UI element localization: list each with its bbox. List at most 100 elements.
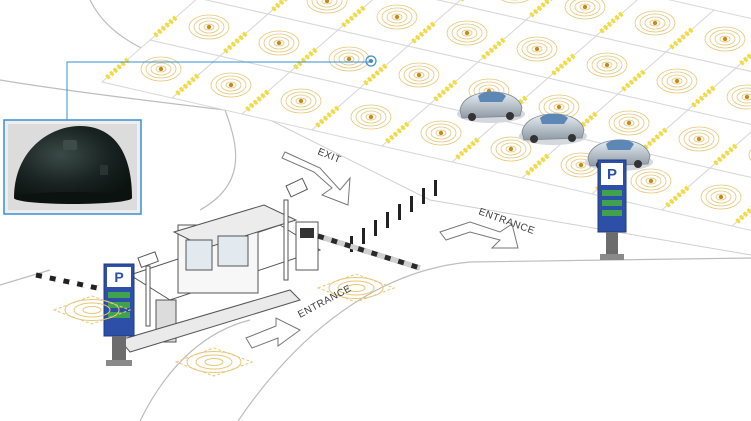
sensor-ring xyxy=(290,94,312,108)
sensor-ring xyxy=(645,177,657,185)
sensor-dot xyxy=(368,114,374,120)
sensor-ring xyxy=(710,190,732,204)
parking-symbol-left: P xyxy=(114,269,123,285)
sensor-ring xyxy=(661,71,693,91)
sensor-ring xyxy=(451,23,483,43)
sensor-ring xyxy=(683,129,715,149)
sensor-ring xyxy=(591,55,623,75)
sensor-dot xyxy=(206,24,212,30)
entrance-arrow-icon xyxy=(439,221,519,249)
parking-slot xyxy=(686,67,751,125)
sensor-dot xyxy=(674,78,680,84)
sensor-ring xyxy=(408,68,430,82)
parking-symbol: P xyxy=(607,166,617,183)
sensor-ring xyxy=(425,123,457,143)
sensor-ring xyxy=(203,23,215,31)
sensor-ring xyxy=(350,104,392,130)
sensor-ring xyxy=(586,52,628,78)
parking-slot xyxy=(664,9,751,69)
sensor-ring xyxy=(328,46,370,72)
sensor-dot xyxy=(464,30,470,36)
exit-label: EXIT xyxy=(316,147,343,166)
sensor-dot xyxy=(416,72,422,78)
camera-icon xyxy=(283,177,309,281)
callout-target xyxy=(365,55,377,67)
sensor-ring xyxy=(316,0,338,8)
sensor-ring xyxy=(688,132,710,146)
sensor-ring xyxy=(495,139,527,159)
sensor-ring xyxy=(678,126,720,152)
bollard xyxy=(374,220,377,236)
sensor-ring xyxy=(435,129,447,137)
sensor-dot xyxy=(582,4,588,10)
sensor-ring xyxy=(391,13,403,21)
sensor-ring xyxy=(193,17,225,37)
sensor-ring xyxy=(280,88,322,114)
sensor-ring xyxy=(741,93,751,101)
ground-loop-ring xyxy=(204,358,224,366)
sensor-ring xyxy=(714,32,736,46)
bollard xyxy=(362,228,365,244)
bollard xyxy=(410,196,413,212)
sensor-ring xyxy=(731,87,751,107)
sensor-ring xyxy=(420,120,462,146)
sensor-ring xyxy=(220,78,242,92)
sensor-ring xyxy=(644,16,666,30)
sensor-dot xyxy=(648,178,654,184)
sensor-ring xyxy=(258,30,300,56)
car-icon xyxy=(457,91,525,123)
sensor-ring xyxy=(736,90,751,104)
ground-loop-ring xyxy=(64,299,120,321)
sensor-ring xyxy=(630,168,672,194)
sensor-ring xyxy=(500,0,530,4)
sensor-ring xyxy=(521,39,553,59)
sensor-ring xyxy=(430,126,452,140)
bollard xyxy=(398,204,401,220)
parking-slot xyxy=(204,0,285,15)
sensor-ring xyxy=(601,61,613,69)
sensor-ring xyxy=(608,110,650,136)
parking-slot xyxy=(638,109,751,169)
sensor-ring xyxy=(365,113,377,121)
sensor-ring xyxy=(640,174,662,188)
ground-loop-ring xyxy=(186,351,242,373)
bollard xyxy=(434,180,437,196)
sensor-ring xyxy=(490,136,532,162)
sensor-ring xyxy=(516,36,558,62)
ground-loop-sensors xyxy=(52,273,396,377)
sensor-ring xyxy=(456,26,478,40)
sensor-ring xyxy=(574,0,596,14)
camera-icon xyxy=(137,251,159,327)
sensor-dot xyxy=(158,66,164,72)
sensor-ring xyxy=(704,26,746,52)
sensor-ring xyxy=(306,0,348,14)
car-icon xyxy=(519,113,587,145)
sensor-dot xyxy=(652,20,658,26)
sensor-ring xyxy=(225,81,237,89)
sensor-ring xyxy=(338,52,360,66)
sensor-dot xyxy=(744,94,750,100)
sensor-ring xyxy=(748,149,751,161)
sensor-ring xyxy=(505,145,517,153)
parking-slot xyxy=(436,0,462,5)
sensor-ring xyxy=(413,71,425,79)
sensor-dot xyxy=(346,56,352,62)
parking-slots xyxy=(100,0,751,231)
sensor-ring xyxy=(188,14,230,40)
sensor-ring xyxy=(386,10,408,24)
barrier-gate-icon xyxy=(35,272,117,295)
sensor-ring xyxy=(618,116,640,130)
sensor-dot xyxy=(626,120,632,126)
sensor-ring xyxy=(446,20,488,46)
sensor-dot xyxy=(718,194,724,200)
sensor-ring xyxy=(656,68,698,94)
sensor-ring xyxy=(461,29,473,37)
sensor-ring xyxy=(398,62,440,88)
sensor-ring xyxy=(500,142,522,156)
sensor-ring xyxy=(715,193,727,201)
ground-loop-ring xyxy=(337,280,375,296)
sensor-dot xyxy=(298,98,304,104)
sensor-ring xyxy=(360,110,382,124)
